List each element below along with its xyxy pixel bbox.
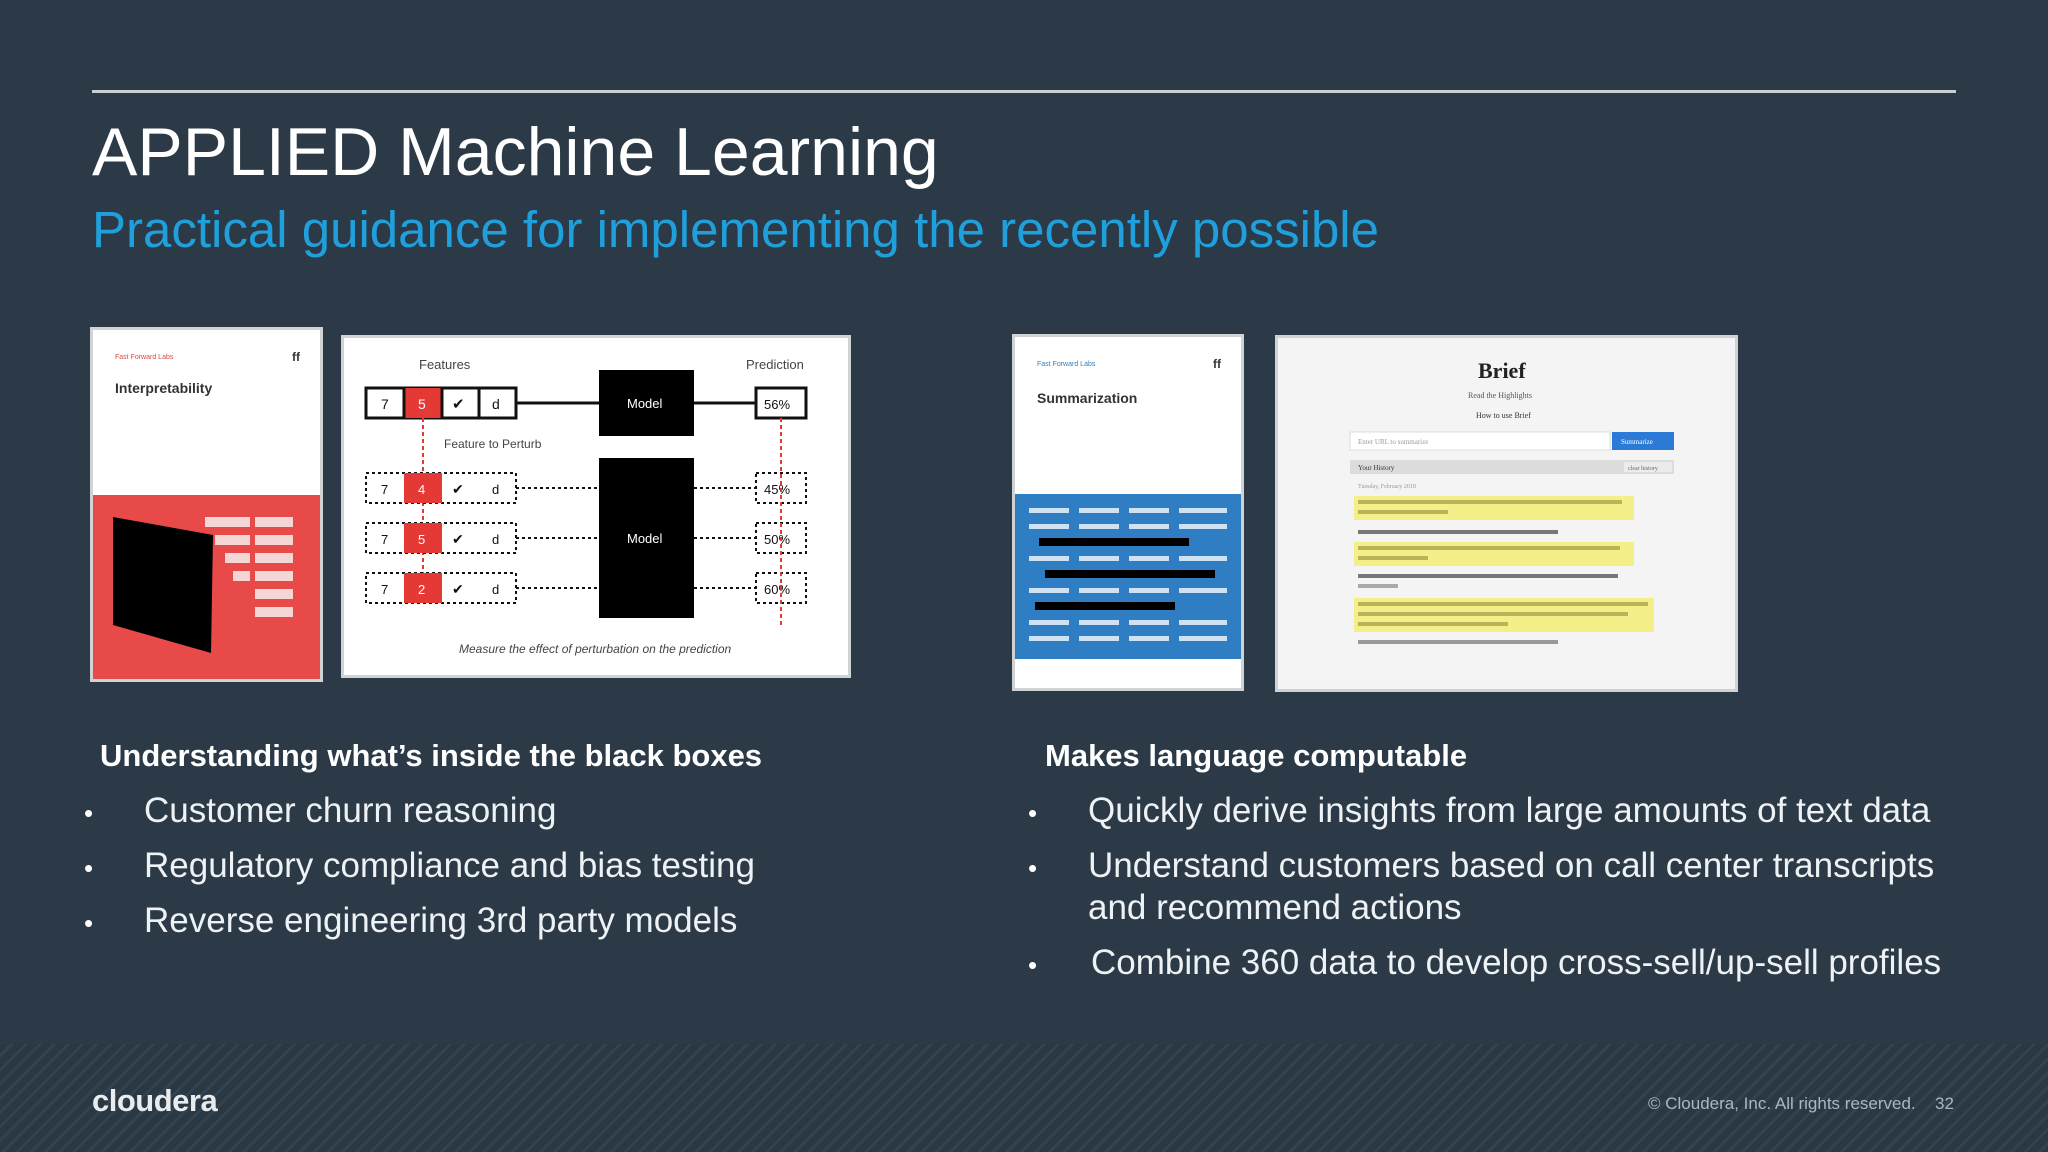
svg-text:clear history: clear history bbox=[1628, 466, 1658, 472]
footer bbox=[0, 1044, 2048, 1152]
perturbed-row: 7 2 ✔ d 60% bbox=[365, 572, 807, 604]
svg-text:d: d bbox=[492, 582, 499, 597]
perturbation-diagram: Features Prediction 7 5 ✔ d Model 56% Fe… bbox=[341, 335, 851, 678]
model-label: Model bbox=[627, 396, 663, 411]
cloudera-logo: cloudera bbox=[92, 1083, 218, 1118]
brief-link: How to use Brief bbox=[1476, 411, 1531, 420]
list-item: •Regulatory compliance and bias testing bbox=[84, 846, 755, 885]
left-bullet-list: •Customer churn reasoning •Regulatory co… bbox=[84, 790, 984, 955]
svg-text:✔: ✔ bbox=[452, 481, 464, 497]
right-heading: Makes language computable bbox=[1045, 738, 1468, 773]
brief-title: Brief bbox=[1478, 358, 1526, 383]
list-item: •Combine 360 data to develop cross-sell/… bbox=[1028, 943, 1942, 982]
ff-logo-icon: ff bbox=[292, 350, 300, 364]
slide-subtitle: Practical guidance for implementing the … bbox=[92, 201, 1380, 258]
slide-title: APPLIED Machine Learning bbox=[92, 114, 939, 190]
feature-value: d bbox=[492, 396, 500, 412]
svg-text:7: 7 bbox=[381, 532, 388, 547]
svg-text:✔: ✔ bbox=[452, 531, 464, 547]
svg-text:Model: Model bbox=[627, 531, 663, 546]
prediction-label: Prediction bbox=[746, 357, 804, 372]
list-item: •Customer churn reasoning bbox=[84, 791, 557, 830]
list-item: •Reverse engineering 3rd party models bbox=[84, 901, 738, 940]
svg-text:d: d bbox=[492, 532, 499, 547]
perturbed-row: 7 4 ✔ d 45% bbox=[365, 472, 807, 504]
booklet-eyebrow: Fast Forward Labs bbox=[1037, 361, 1096, 368]
right-bullet-list: •Quickly derive insights from large amou… bbox=[1028, 790, 1988, 997]
copyright-notice: © Cloudera, Inc. All rights reserved. bbox=[1648, 1094, 1916, 1113]
feature-value: ✔ bbox=[452, 396, 465, 413]
booklet-eyebrow: Fast Forward Labs bbox=[115, 354, 174, 361]
booklet-title: Summarization bbox=[1037, 390, 1138, 406]
model-box bbox=[599, 458, 694, 618]
base-prediction: 56% bbox=[764, 397, 790, 412]
prediction-value: 50% bbox=[764, 532, 790, 547]
list-item: •Quickly derive insights from large amou… bbox=[1028, 791, 1931, 830]
diagram-caption: Measure the effect of perturbation on th… bbox=[459, 642, 731, 656]
booklet-title: Interpretability bbox=[115, 380, 213, 396]
booklet-cover-art bbox=[1015, 494, 1241, 659]
svg-text:4: 4 bbox=[418, 482, 425, 497]
ff-logo-icon: ff bbox=[1213, 357, 1221, 371]
svg-text:Enter URL to summarize: Enter URL to summarize bbox=[1358, 438, 1428, 446]
svg-text:7: 7 bbox=[381, 582, 388, 597]
svg-text:Tuesday, February 2018: Tuesday, February 2018 bbox=[1358, 484, 1416, 490]
brief-app-screenshot: Brief Read the Highlights How to use Bri… bbox=[1275, 335, 1738, 692]
url-input bbox=[1349, 431, 1611, 451]
booklet-cover-art bbox=[93, 495, 320, 679]
perturbed-row: 7 5 ✔ d 50% bbox=[365, 522, 807, 554]
prediction-value: 60% bbox=[764, 582, 790, 597]
interpretability-booklet-thumbnail: Fast Forward Labs ff Interpretability bbox=[90, 327, 323, 682]
brief-subtitle: Read the Highlights bbox=[1468, 391, 1532, 400]
page-number: 32 bbox=[1935, 1094, 1954, 1113]
history-label: Your History bbox=[1358, 464, 1395, 472]
left-heading: Understanding what’s inside the black bo… bbox=[100, 738, 763, 773]
prediction-value: 45% bbox=[764, 482, 790, 497]
model-box bbox=[599, 370, 694, 436]
summarize-button bbox=[1612, 432, 1674, 450]
highlighted-summary bbox=[1354, 496, 1654, 644]
feature-value: 7 bbox=[381, 396, 389, 412]
features-label: Features bbox=[419, 357, 471, 372]
svg-text:5: 5 bbox=[418, 532, 425, 547]
svg-text:7: 7 bbox=[381, 482, 388, 497]
summarization-booklet-thumbnail: Fast Forward Labs ff Summarization bbox=[1012, 334, 1244, 691]
perturb-label: Feature to Perturb bbox=[444, 437, 542, 451]
svg-text:d: d bbox=[492, 482, 499, 497]
svg-text:Summarize: Summarize bbox=[1621, 438, 1653, 446]
top-rule bbox=[92, 90, 1956, 93]
svg-text:✔: ✔ bbox=[452, 581, 464, 597]
svg-text:2: 2 bbox=[418, 582, 425, 597]
list-item: •Understand customers based on call cent… bbox=[1028, 846, 1935, 927]
feature-value: 5 bbox=[418, 396, 426, 412]
perturbation-diagram-svg: Features Prediction 7 5 ✔ d Model 56% Fe… bbox=[364, 357, 808, 656]
